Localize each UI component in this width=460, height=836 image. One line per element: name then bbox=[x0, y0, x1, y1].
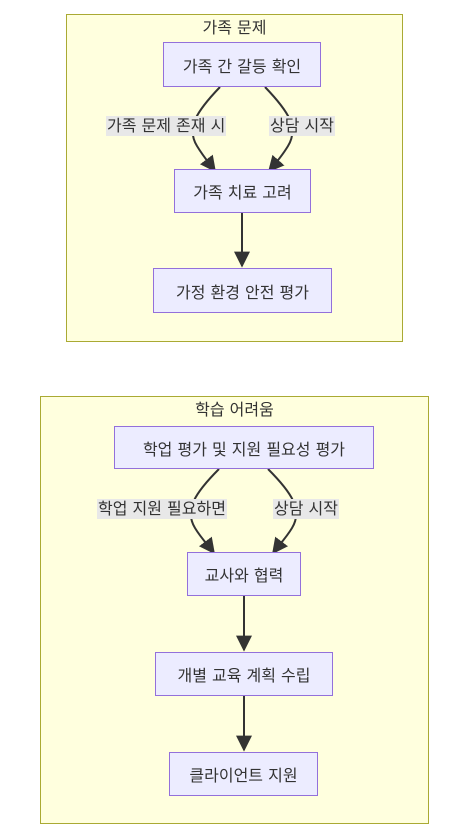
node-individual-education-plan: 개별 교육 계획 수립 bbox=[155, 652, 333, 696]
node-home-safety: 가정 환경 안전 평가 bbox=[153, 268, 332, 313]
node-academic-assessment: 학업 평가 및 지원 필요성 평가 bbox=[114, 426, 374, 469]
learning-difficulty-cluster-title: 학습 어려움 bbox=[195, 400, 274, 419]
edge-assess-to-teacher-right bbox=[267, 468, 298, 555]
node-client-support: 클라이언트 지원 bbox=[169, 752, 318, 796]
edge-conflict-to-therapy-right bbox=[264, 86, 294, 173]
edge-assess-to-teacher-left bbox=[189, 468, 220, 555]
node-family-therapy: 가족 치료 고려 bbox=[174, 169, 311, 213]
node-family-conflict: 가족 간 갈등 확인 bbox=[163, 42, 321, 87]
family-problem-cluster-title: 가족 문제 bbox=[202, 18, 267, 37]
edge-label-learning-start: 상담 시작 bbox=[273, 499, 339, 519]
edge-label-learning-needed: 학업 지원 필요하면 bbox=[97, 499, 227, 519]
edge-label-family-start: 상담 시작 bbox=[269, 116, 335, 136]
edge-conflict-to-therapy-left bbox=[191, 86, 221, 173]
node-teacher-collaboration: 교사와 협력 bbox=[187, 552, 301, 596]
edge-label-family-exists: 가족 문제 존재 시 bbox=[106, 116, 227, 136]
